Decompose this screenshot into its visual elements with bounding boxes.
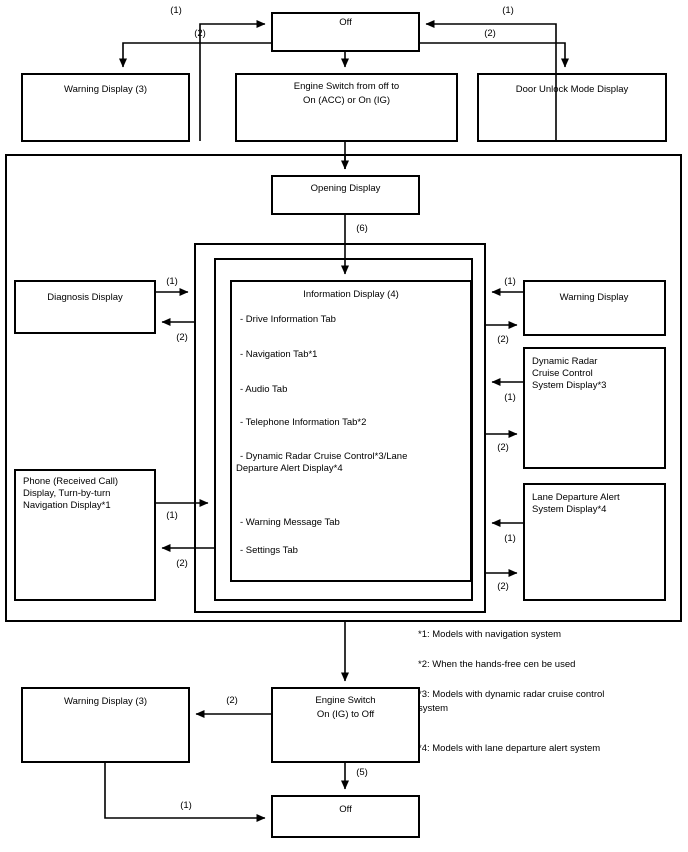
edge-label-diagnosis-1: (1) [166, 276, 178, 287]
information-display-item-4: - Dynamic Radar Cruise Control*3/Lane [240, 451, 407, 462]
footnote-4: *4: Models with lane departure alert sys… [418, 743, 600, 754]
edge-label-bottom-1: (1) [180, 800, 192, 811]
node-lane-departure-line1: Lane Departure Alert [532, 492, 620, 503]
node-opening-display-label: Opening Display [311, 183, 381, 194]
node-dynamic-radar: Dynamic Radar Cruise Control System Disp… [523, 347, 666, 469]
edge-label-lane-2: (2) [497, 581, 509, 592]
node-engine-switch-on-line1: Engine Switch from off to [294, 81, 399, 92]
edge-label-warn-right-1: (1) [504, 276, 516, 287]
information-display-item-5: Departure Alert Display*4 [236, 463, 343, 474]
edge-warning-top-to-off [199, 20, 266, 141]
edge-label-phone-1: (1) [166, 510, 178, 521]
node-off-top-label: Off [339, 17, 352, 28]
middle-container-box [194, 243, 486, 613]
node-phone-display: Phone (Received Call) Display, Turn-by-t… [14, 469, 156, 601]
node-diagnosis-display-label: Diagnosis Display [47, 292, 123, 303]
node-engine-switch-off: Engine Switch On (IG) to Off [271, 687, 420, 763]
footnote-3-line1: *3: Models with dynamic radar cruise con… [418, 689, 604, 700]
node-warning-display-top-label: Warning Display (3) [64, 84, 147, 95]
node-lane-departure-line2: System Display*4 [532, 504, 606, 515]
node-warning-display-right-label: Warning Display [560, 292, 629, 303]
edge-label-bottom-2: (2) [226, 695, 238, 706]
node-warning-display-right: Warning Display [523, 280, 666, 336]
edge-label-lane-1: (1) [504, 533, 516, 544]
node-phone-display-line2: Display, Turn-by-turn [23, 488, 110, 499]
node-dynamic-radar-line1: Dynamic Radar [532, 356, 597, 367]
information-display-item-6: - Warning Message Tab [240, 517, 340, 528]
edge-label-top-left-2: (2) [194, 28, 206, 39]
node-engine-switch-on-line2: On (ACC) or On (IG) [303, 95, 390, 106]
edge-label-opening-6: (6) [356, 223, 368, 234]
node-opening-display: Opening Display [271, 175, 420, 215]
edge-door-unlock-to-off [425, 20, 557, 141]
node-lane-departure: Lane Departure Alert System Display*4 [523, 483, 666, 601]
footnote-3-line2: system [418, 703, 448, 714]
node-diagnosis-display: Diagnosis Display [14, 280, 156, 334]
information-display-title: Information Display (4) [303, 289, 399, 300]
information-display-item-1: - Navigation Tab*1 [240, 349, 317, 360]
information-display-item-2: - Audio Tab [240, 384, 287, 395]
node-warning-display-top: Warning Display (3) [21, 73, 190, 142]
node-dynamic-radar-line3: System Display*3 [532, 380, 606, 391]
edge-label-radar-2: (2) [497, 442, 509, 453]
edge-warning-bottom-to-off-bottom [104, 762, 266, 822]
information-display-item-3: - Telephone Information Tab*2 [240, 417, 366, 428]
edge-label-diagnosis-2: (2) [176, 332, 188, 343]
edge-off-to-warning-top [119, 42, 272, 68]
edge-label-warn-right-2: (2) [497, 334, 509, 345]
node-warning-display-bottom-label: Warning Display (3) [64, 696, 147, 707]
node-off-bottom: Off [271, 795, 420, 838]
information-display-item-0: - Drive Information Tab [240, 314, 336, 325]
edge-off-to-door-unlock [419, 42, 569, 68]
edge-label-top-left-1: (1) [170, 5, 182, 16]
node-engine-switch-off-line1: Engine Switch [315, 695, 375, 706]
edge-label-bottom-5: (5) [356, 767, 368, 778]
edge-label-top-right-1: (1) [502, 5, 514, 16]
node-phone-display-line1: Phone (Received Call) [23, 476, 118, 487]
node-information-display: Information Display (4) - Drive Informat… [230, 280, 472, 582]
node-engine-switch-on: Engine Switch from off to On (ACC) or On… [235, 73, 458, 142]
edge-label-phone-2: (2) [176, 558, 188, 569]
node-off-top: Off [271, 12, 420, 52]
node-off-bottom-label: Off [339, 804, 352, 815]
footnote-1: *1: Models with navigation system [418, 629, 561, 640]
edge-label-top-right-2: (2) [484, 28, 496, 39]
node-door-unlock-mode: Door Unlock Mode Display [477, 73, 667, 142]
node-phone-display-line3: Navigation Display*1 [23, 500, 111, 511]
node-door-unlock-mode-label: Door Unlock Mode Display [516, 84, 629, 95]
node-engine-switch-off-line2: On (IG) to Off [317, 709, 375, 720]
node-warning-display-bottom: Warning Display (3) [21, 687, 190, 763]
node-dynamic-radar-line2: Cruise Control [532, 368, 593, 379]
edge-label-radar-1: (1) [504, 392, 516, 403]
outer-container-box [5, 154, 682, 622]
information-display-item-7: - Settings Tab [240, 545, 298, 556]
footnote-2: *2: When the hands-free cen be used [418, 659, 575, 670]
